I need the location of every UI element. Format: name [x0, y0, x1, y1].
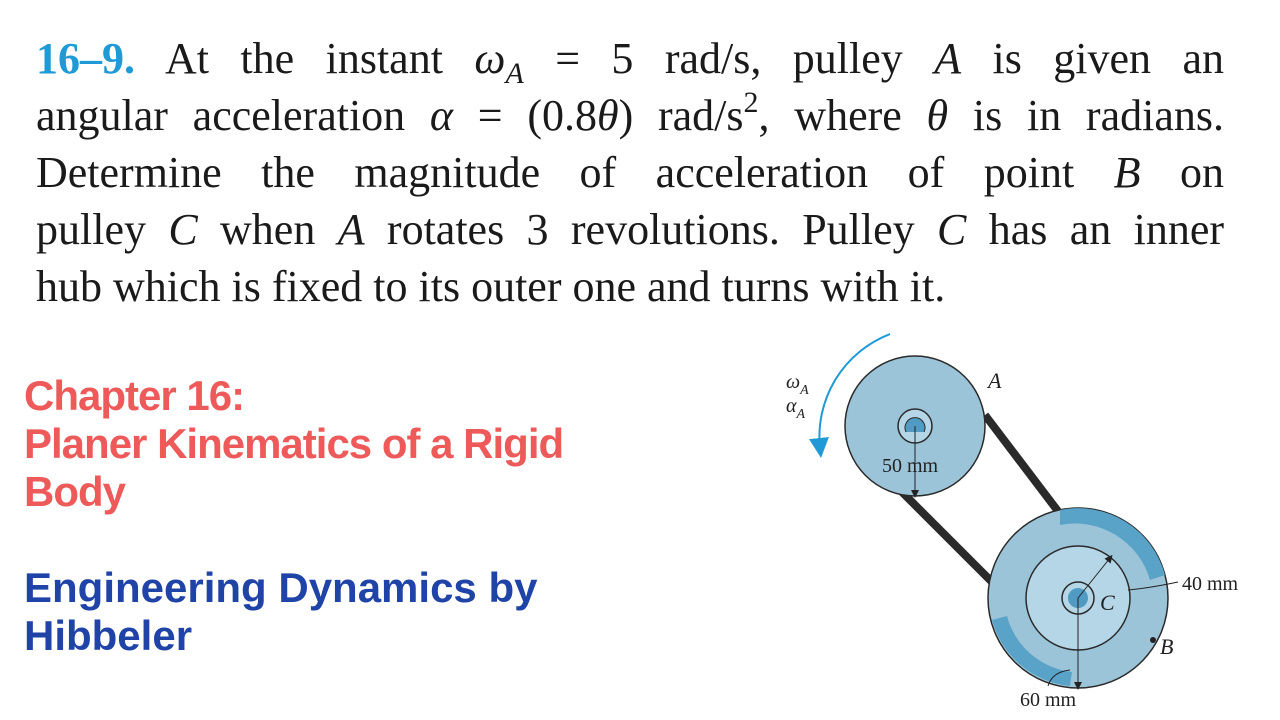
dim-40-leader: [1127, 581, 1179, 591]
pulley-diagram: ωA αA A C B 50 mm 40 mm 60 mm: [786, 333, 1239, 711]
book-title: Engineering Dynamics by Hibbeler: [24, 564, 538, 659]
dim-60-leader: [1047, 669, 1071, 687]
pulley-a-label: A: [986, 368, 1002, 393]
problem-line-3: Determine the magnitude of acceleration …: [36, 148, 1225, 197]
pulley-c-label: C: [1100, 590, 1115, 615]
problem-number: 16–9.: [36, 34, 135, 83]
omega-label: ωA: [786, 371, 809, 398]
pulley-c-shade: [1060, 508, 1165, 580]
alpha-label: αA: [786, 395, 806, 422]
point-b-label: B: [1160, 634, 1173, 659]
dim-60-label: 60 mm: [1020, 689, 1077, 711]
dim-50-label: 50 mm: [882, 455, 939, 477]
problem-line-5: hub which is fixed to its outer one and …: [36, 262, 946, 311]
chapter-title: Chapter 16: Planer Kinematics of a Rigid…: [24, 372, 564, 515]
pulley-a-shaft: [904, 417, 926, 433]
problem-line-2: angular acceleration α = (0.8θ) rad/s2, …: [36, 86, 1224, 141]
problem-statement: 16–9.At the instant ωA = 5 rad/s, pulley…: [36, 30, 1224, 315]
dim-40-label: 40 mm: [1182, 573, 1239, 595]
problem-line-4: pulley C when A rotates 3 revolutions. P…: [36, 205, 1224, 254]
dim-40-line: [1077, 554, 1113, 599]
omega-arrow: [809, 333, 891, 458]
pulley-c-shade-lower: [992, 616, 1072, 686]
problem-line-1: 16–9.At the instant ωA = 5 rad/s, pulley…: [36, 34, 1224, 90]
point-b: [1150, 637, 1156, 643]
